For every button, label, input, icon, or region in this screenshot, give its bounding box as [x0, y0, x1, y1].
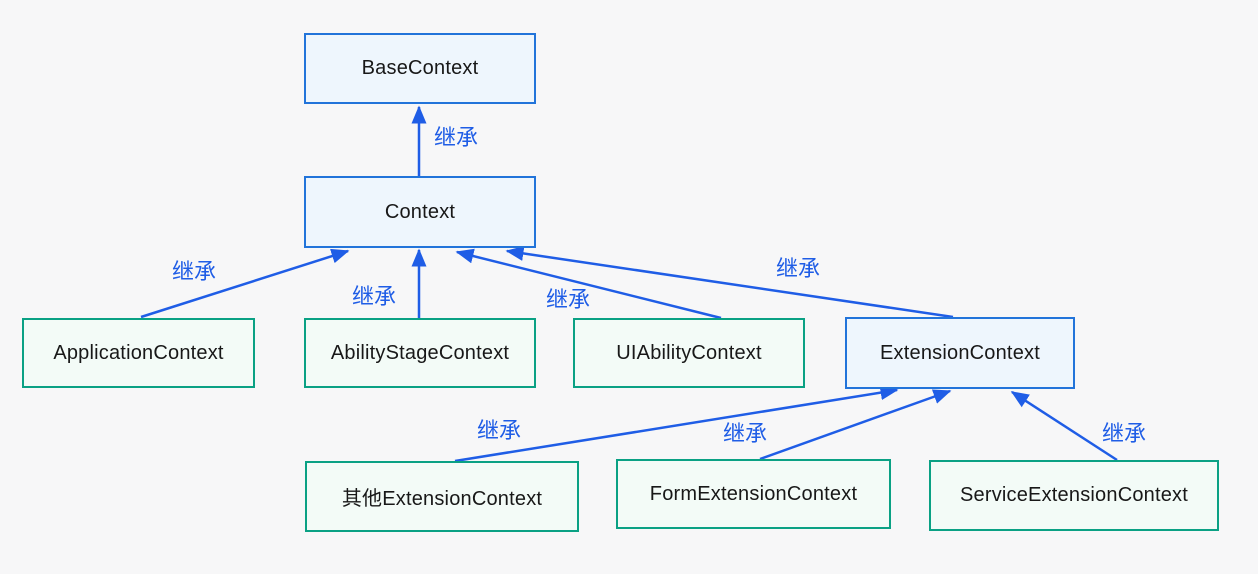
node-service-extension-context-label: ServiceExtensionContext — [959, 484, 1189, 506]
node-context-label: Context — [384, 200, 456, 223]
node-form-extension-context-label: FormExtensionContext — [649, 482, 858, 505]
node-extension-context-label: ExtensionContext — [880, 341, 1040, 364]
node-service-extension-context: ServiceExtensionContext — [929, 460, 1219, 531]
node-base-context-label: BaseContext — [361, 57, 479, 79]
node-ui-ability-context: UIAbilityContext — [573, 318, 805, 388]
node-application-context-label: ApplicationContext — [53, 341, 224, 364]
edge-applicationcontext-to-context-inherit-label: 继承 — [172, 259, 217, 284]
edge-serviceextensioncontext-to-extension-inherit-label: 继承 — [1102, 421, 1147, 446]
node-extension-context: ExtensionContext — [845, 317, 1075, 389]
node-other-extension-context: 其他ExtensionContext — [305, 461, 579, 532]
node-base-context: BaseContext — [304, 33, 536, 104]
edge-uiabilitycontext-to-context-line — [455, 248, 722, 320]
edge-otherextensioncontext-to-extension-inherit-label: 继承 — [477, 418, 522, 443]
node-application-context: ApplicationContext — [22, 318, 255, 388]
node-context: Context — [304, 176, 536, 248]
edge-abilitystagecontext-to-context-inherit-label: 继承 — [352, 284, 397, 309]
edge-extensioncontext-to-context-inherit-label: 继承 — [776, 256, 821, 281]
edge-extensioncontext-to-context-line — [505, 245, 954, 319]
node-other-extension-context-label: 其他ExtensionContext — [341, 488, 543, 510]
edge-formextensioncontext-to-extension-inherit-label: 继承 — [723, 421, 768, 446]
node-ability-stage-context: AbilityStageContext — [304, 318, 536, 388]
edge-otherextensioncontext-to-extension-line — [454, 385, 899, 463]
edge-serviceextensioncontext-to-extension-line — [1010, 390, 1118, 462]
edge-context-to-basecontext-inherit-label: 继承 — [434, 125, 479, 150]
edge-formextensioncontext-to-extension-line — [759, 389, 952, 461]
node-ability-stage-context-label: AbilityStageContext — [330, 341, 510, 364]
node-form-extension-context: FormExtensionContext — [616, 459, 891, 529]
node-ui-ability-context-label: UIAbilityContext — [616, 341, 762, 364]
edge-uiabilitycontext-to-context-inherit-label: 继承 — [546, 287, 591, 312]
edge-applicationcontext-to-context-line — [140, 248, 350, 319]
